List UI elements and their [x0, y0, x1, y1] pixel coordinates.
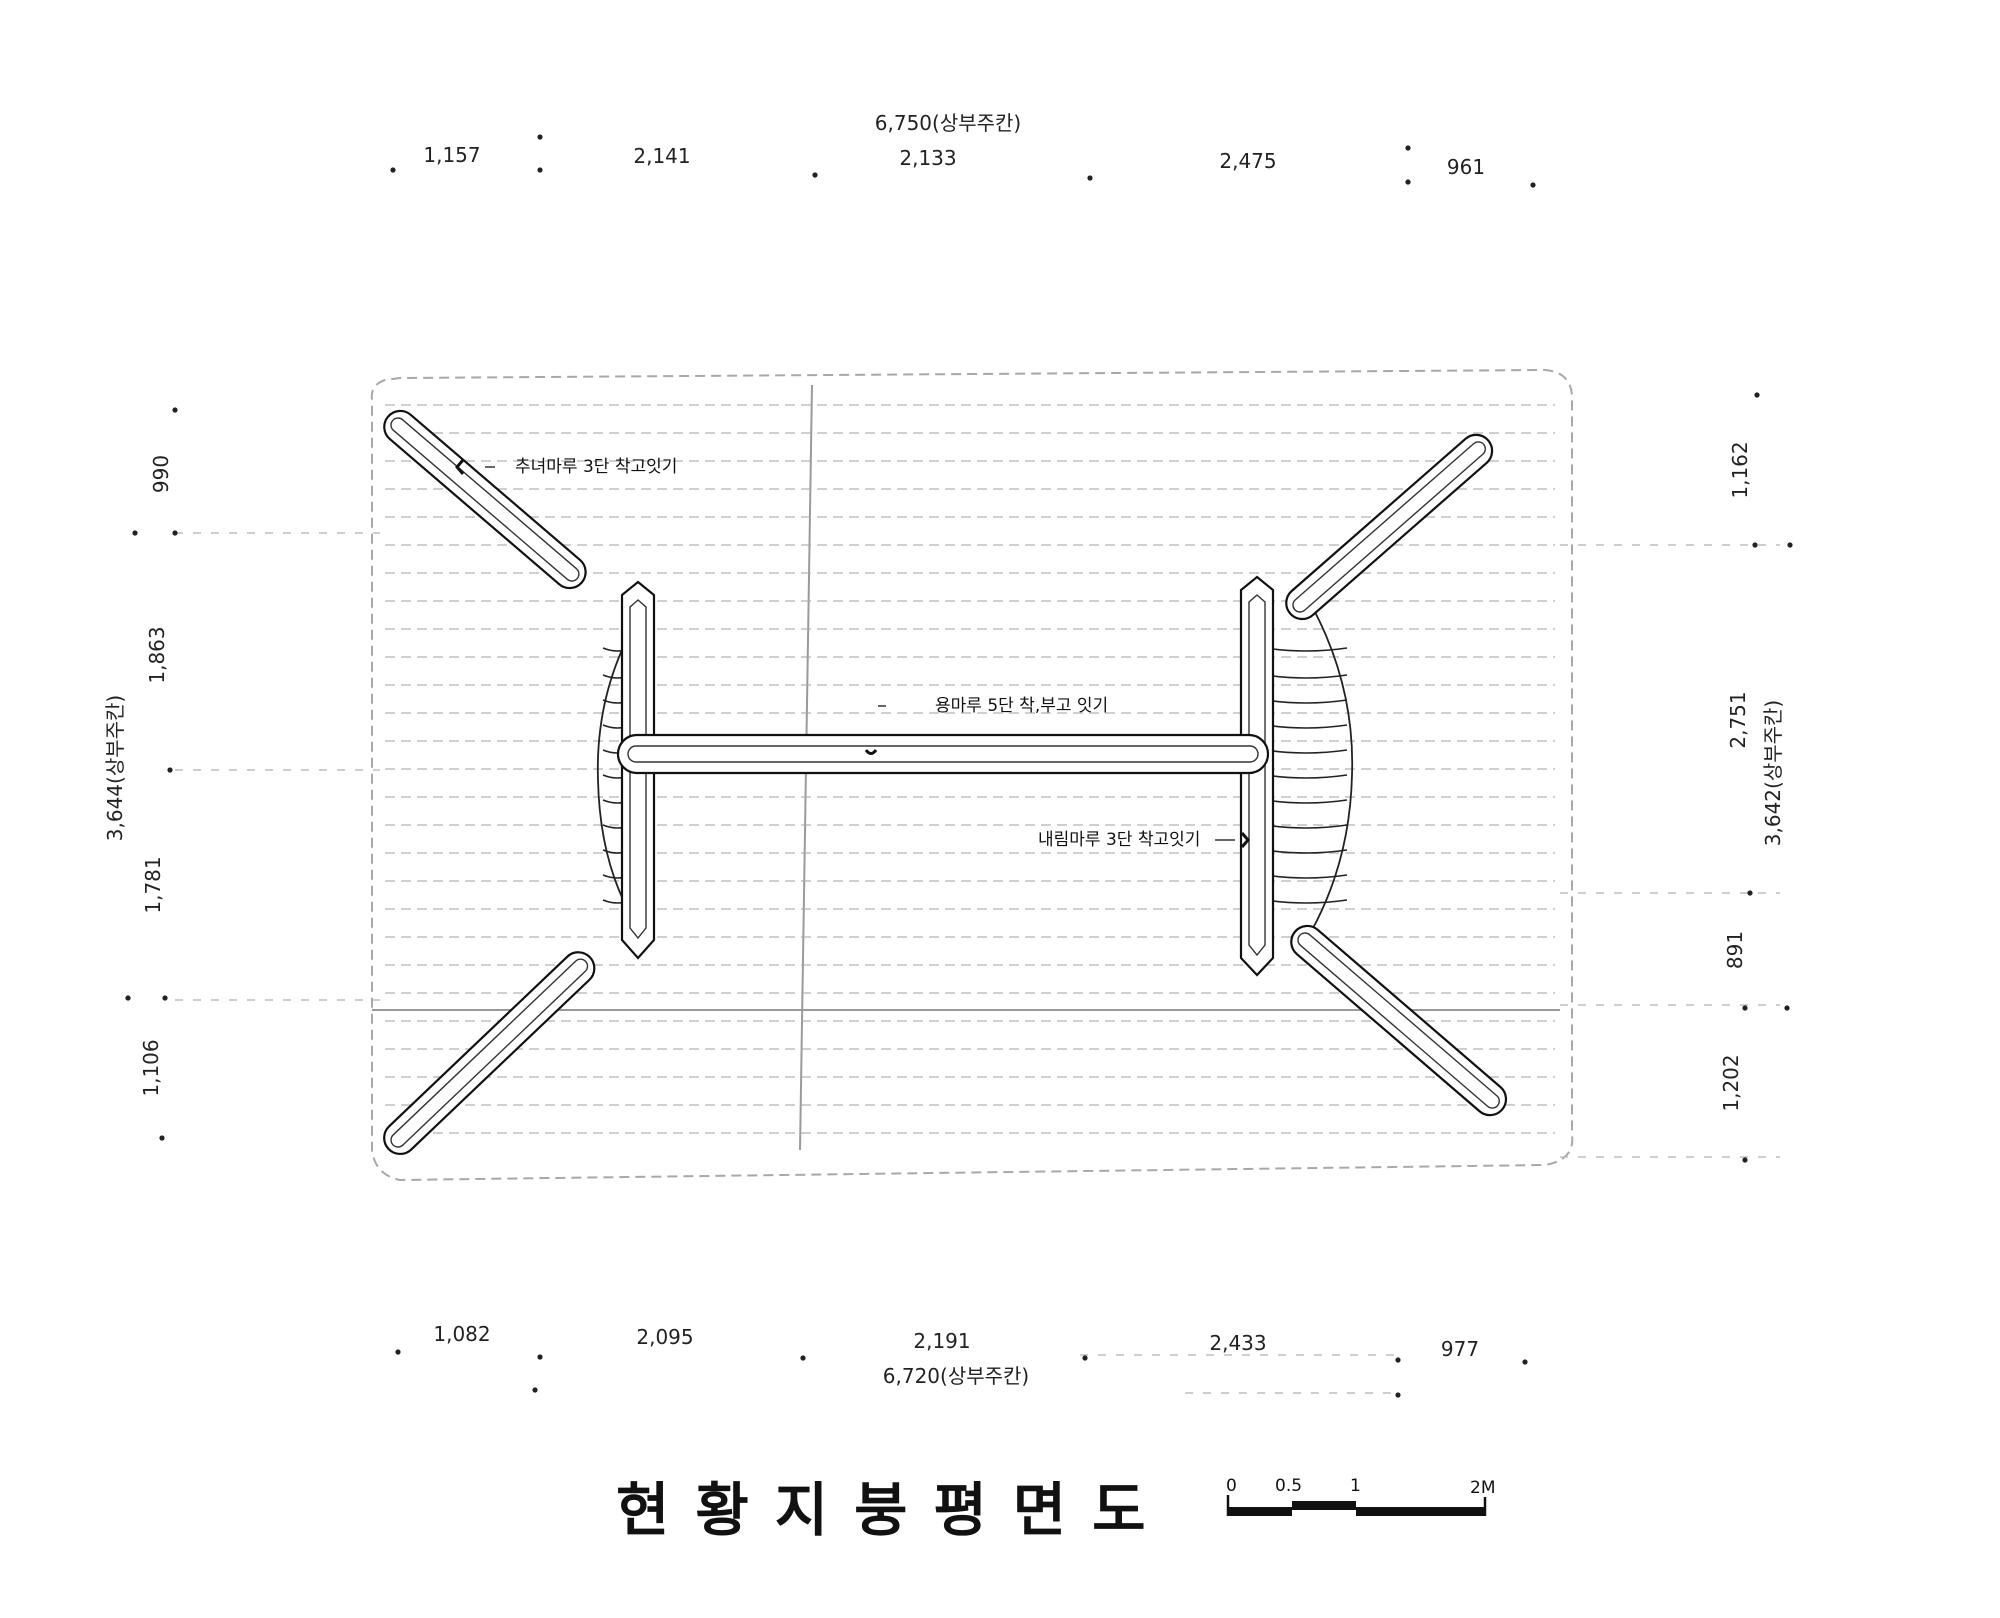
junction-tile: [1264, 749, 1348, 754]
hip-ridge-note: 추녀마루 3단 착고잇기: [515, 457, 677, 477]
roof-outline: [370, 368, 1574, 1182]
bottom-dimension-3: 2,191: [913, 1329, 970, 1353]
descending-ridge-right: [1239, 575, 1275, 977]
hip-ridge-top-left: [383, 409, 587, 590]
scale-label-0-5: 0.5: [1275, 1476, 1302, 1496]
junction-tile-bundles: [596, 611, 1354, 931]
left-dimension-2: 1,863: [145, 626, 169, 683]
junction-tile: [1264, 899, 1348, 904]
scale-bar: 0 0.5 1 2M: [1226, 1476, 1495, 1516]
descending-ridge-note: 내림마루 3단 착고잇기: [1038, 830, 1200, 850]
right-dimensions: 1,162 2,751 3,642(상부주칸) 891 1,202: [1719, 441, 1785, 1111]
dimension-guides: [175, 532, 1780, 1394]
bottom-dimensions: 1,082 2,095 2,191 2,433 977 6,720(상부주칸): [433, 1322, 1479, 1388]
top-dimension-3: 2,133: [899, 146, 956, 170]
left-dimension-1: 990: [149, 455, 173, 493]
hip-ridge-bottom-left: [383, 951, 596, 1156]
right-dimension-4: 1,202: [1719, 1054, 1743, 1111]
main-ridge: [616, 733, 1270, 775]
right-dimension-1: 1,162: [1728, 441, 1752, 498]
top-dimension-1: 1,157: [423, 143, 480, 167]
descending-ridges: [620, 575, 1275, 977]
right-dimension-3: 891: [1723, 931, 1747, 969]
bottom-total-dimension: 6,720(상부주칸): [883, 1364, 1029, 1388]
hip-ridge-top-right: [1285, 433, 1494, 621]
bottom-dimension-2: 2,095: [636, 1325, 693, 1349]
junction-tile: [1264, 799, 1348, 804]
top-dimension-4: 2,475: [1219, 149, 1276, 173]
junction-tile: [1264, 647, 1348, 652]
top-dimension-5: 961: [1447, 155, 1485, 179]
right-total-dimension: 3,642(상부주칸): [1761, 700, 1785, 846]
left-dimension-3: 1,781: [141, 856, 165, 913]
scale-label-2m: 2M: [1470, 1478, 1495, 1498]
top-total-dimension: 6,750(상부주칸): [875, 111, 1021, 135]
main-ridge-note: 용마루 5단 착,부고 잇기: [935, 696, 1108, 716]
junction-tile: [1264, 724, 1348, 729]
ridge-annotations: 추녀마루 3단 착고잇기 용마루 5단 착,부고 잇기 내림마루 3단 착고잇기: [515, 457, 1200, 850]
dimension-ticks: [125, 134, 1793, 1398]
scale-label-1: 1: [1350, 1476, 1361, 1496]
bottom-dimension-5: 977: [1441, 1337, 1479, 1361]
junction-tile: [1264, 699, 1348, 704]
drawing-title: 현황지붕평면도: [616, 1476, 1172, 1544]
leader-markers: [455, 459, 1250, 848]
left-dimensions: 990 1,863 3,644(상부주칸) 1,781 1,106: [103, 455, 173, 1097]
bottom-dimension-1: 1,082: [433, 1322, 490, 1346]
scale-label-0: 0: [1226, 1476, 1237, 1496]
top-dimension-2: 2,141: [633, 144, 690, 168]
left-dimension-4: 1,106: [139, 1039, 163, 1096]
junction-tile: [1264, 674, 1348, 679]
top-dimensions: 6,750(상부주칸) 1,157 2,141 2,133 2,475 961: [423, 111, 1485, 179]
bottom-dimension-4: 2,433: [1209, 1331, 1266, 1355]
hip-ridges: [383, 409, 1508, 1156]
left-total-dimension: 3,644(상부주칸): [103, 695, 127, 841]
hip-ridge-bottom-right: [1290, 924, 1508, 1117]
right-dimension-2: 2,751: [1726, 691, 1750, 748]
junction-tile: [1264, 774, 1348, 779]
